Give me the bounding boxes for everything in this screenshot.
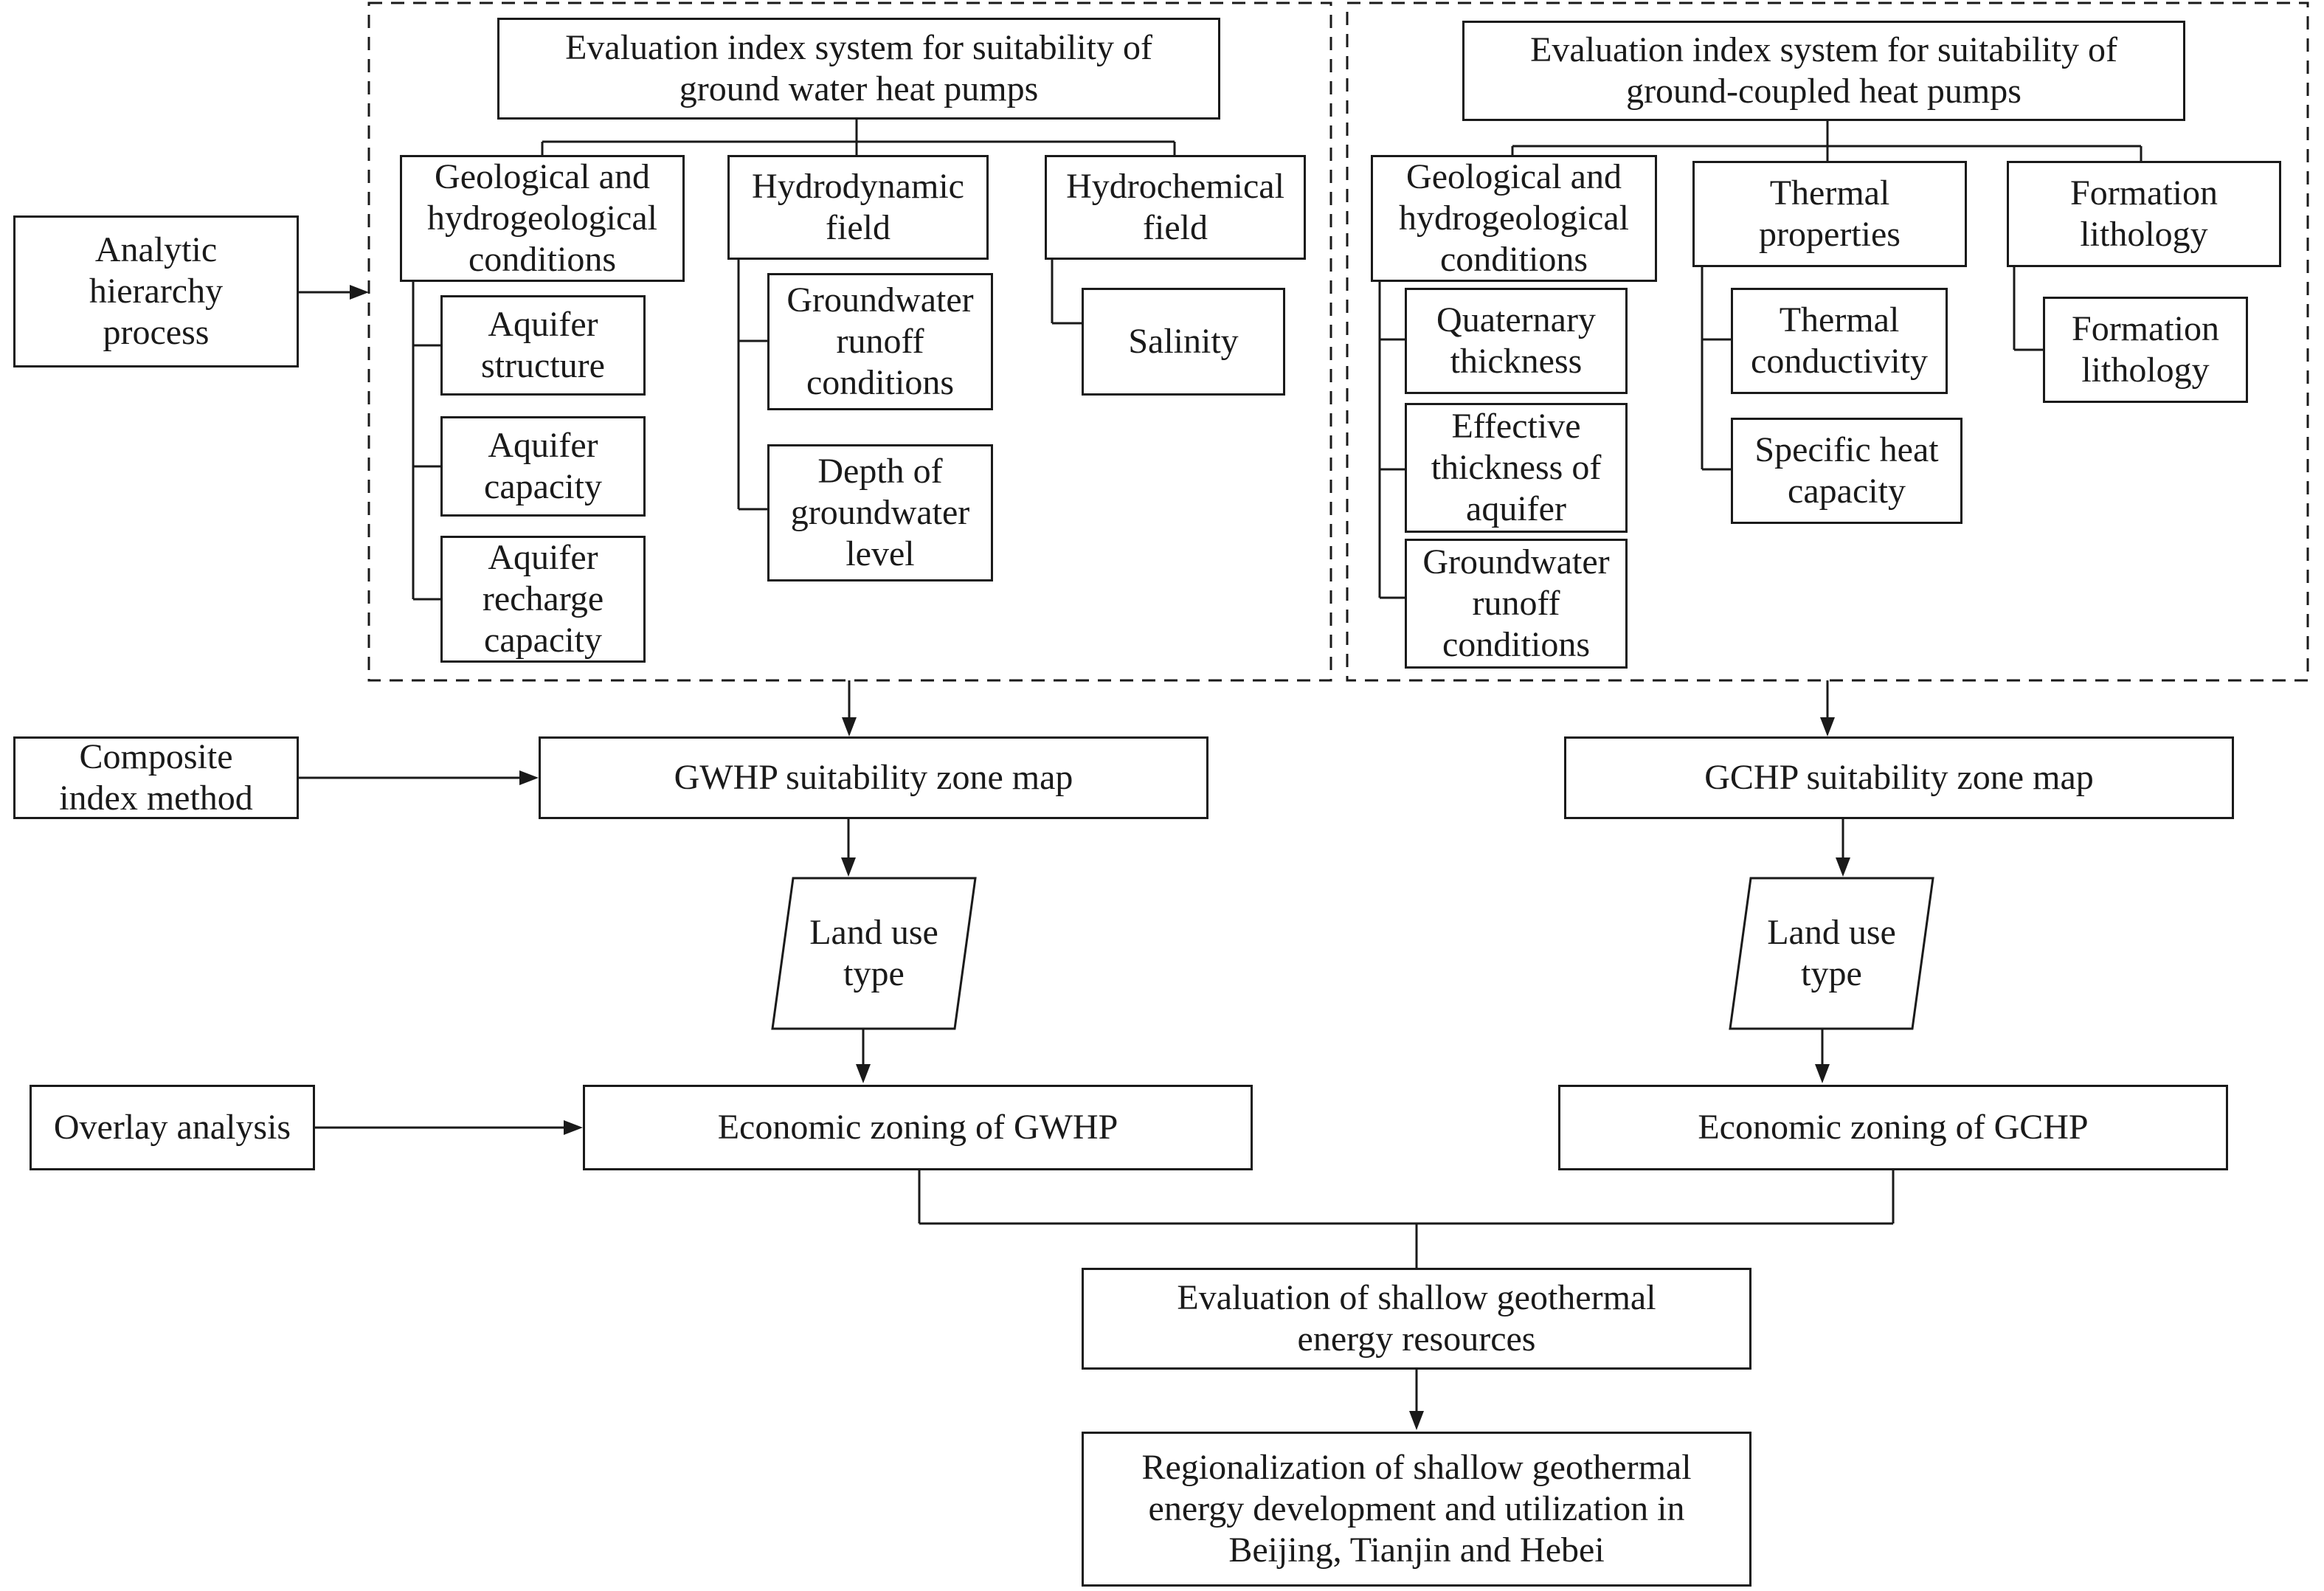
analytic-hierarchy-process-box: Analytic hierarchy process bbox=[13, 215, 299, 367]
salinity-item: Salinity bbox=[1082, 288, 1285, 396]
land-use-type-left: Land use type bbox=[809, 913, 938, 993]
gchp-suitability-zone-map: GCHP suitability zone map bbox=[1564, 736, 2234, 819]
depth-of-groundwater-level-item: Depth of groundwater level bbox=[767, 444, 993, 581]
effective-thickness-of-aquifer-item: Effective thickness of aquifer bbox=[1405, 403, 1628, 533]
gwhp-groundwater-runoff-item: Groundwater runoff conditions bbox=[767, 273, 993, 410]
aquifer-recharge-capacity-item: Aquifer recharge capacity bbox=[440, 536, 646, 663]
hydrochemical-field-category: Hydrochemical field bbox=[1045, 155, 1306, 260]
evaluation-shallow-geothermal-box: Evaluation of shallow geothermal energy … bbox=[1082, 1268, 1751, 1370]
hydrodynamic-field-category: Hydrodynamic field bbox=[727, 155, 989, 260]
gwhp-suitability-zone-map: GWHP suitability zone map bbox=[539, 736, 1208, 819]
land-use-type-right: Land use type bbox=[1767, 913, 1896, 993]
economic-zoning-gwhp: Economic zoning of GWHP bbox=[583, 1085, 1253, 1170]
aquifer-structure-item: Aquifer structure bbox=[440, 295, 646, 396]
overlay-analysis-box: Overlay analysis bbox=[30, 1085, 315, 1170]
gchp-groundwater-runoff-item: Groundwater runoff conditions bbox=[1405, 539, 1628, 669]
gchp-index-title: Evaluation index system for suitability … bbox=[1462, 21, 2185, 121]
land-use-left-shape bbox=[771, 877, 977, 1030]
aquifer-capacity-item: Aquifer capacity bbox=[440, 416, 646, 517]
formation-lithology-item: Formation lithology bbox=[2043, 297, 2248, 403]
gchp-geo-category: Geological and hydrogeological condition… bbox=[1371, 155, 1657, 282]
land-use-right-shape bbox=[1729, 877, 1934, 1030]
thermal-conductivity-item: Thermal conductivity bbox=[1731, 288, 1948, 394]
thermal-properties-category: Thermal properties bbox=[1692, 161, 1967, 267]
gwhp-geo-category: Geological and hydrogeological condition… bbox=[400, 155, 685, 282]
regionalization-box: Regionalization of shallow geothermal en… bbox=[1082, 1432, 1751, 1587]
specific-heat-capacity-item: Specific heat capacity bbox=[1731, 418, 1962, 524]
gwhp-index-title: Evaluation index system for suitability … bbox=[497, 18, 1220, 120]
formation-lithology-category: Formation lithology bbox=[2007, 161, 2281, 267]
composite-index-method-box: Composite index method bbox=[13, 736, 299, 819]
quaternary-thickness-item: Quaternary thickness bbox=[1405, 288, 1628, 394]
economic-zoning-gchp: Economic zoning of GCHP bbox=[1558, 1085, 2228, 1170]
